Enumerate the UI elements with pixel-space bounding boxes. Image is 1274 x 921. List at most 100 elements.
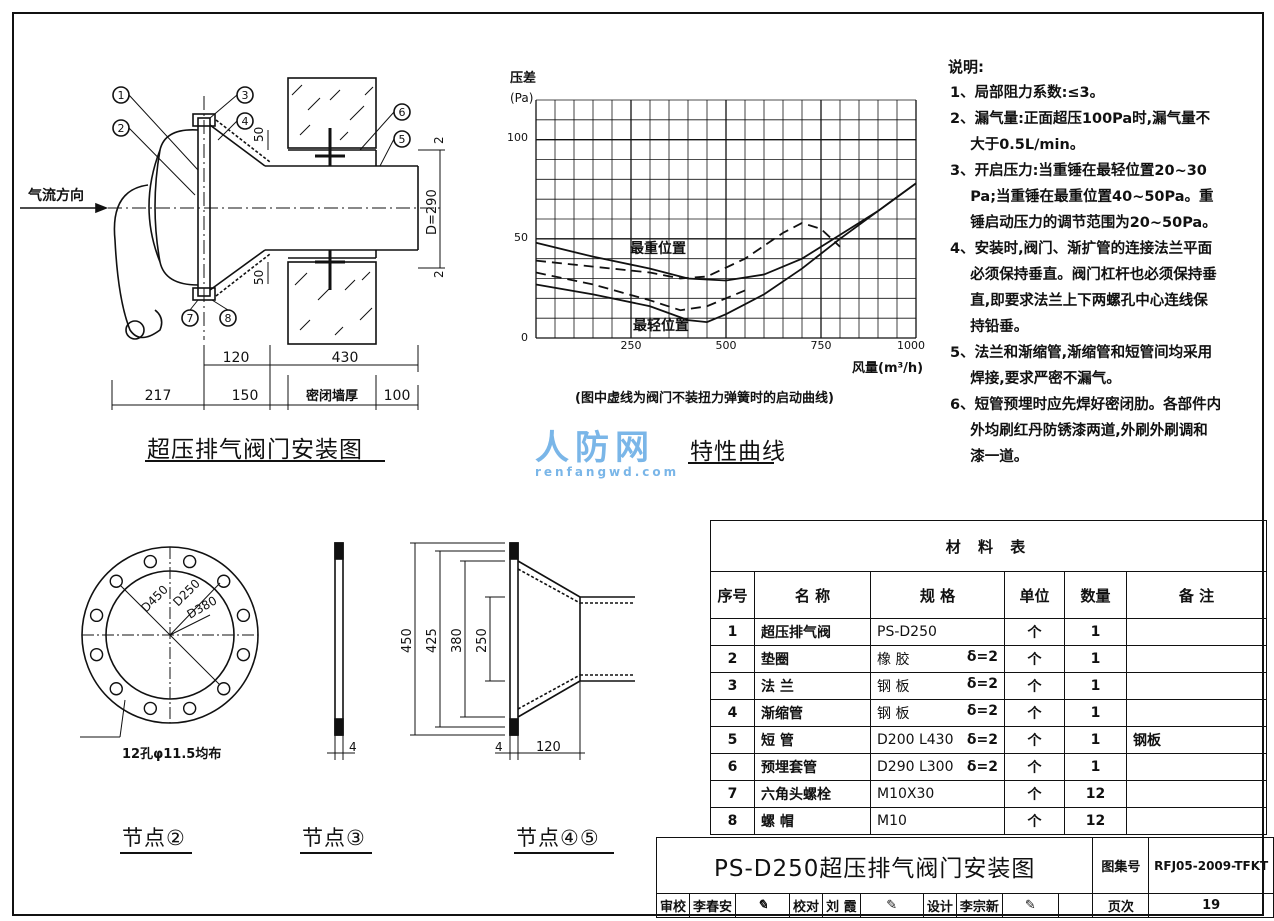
row-unit: 个 — [1004, 645, 1065, 673]
callout-numbers: 1 2 3 4 5 6 7 8 — [118, 89, 406, 325]
bolt-hole — [236, 608, 251, 623]
row-no: 4 — [710, 699, 755, 727]
chart-heavy-label: 最重位置 — [630, 240, 686, 257]
installation-drawing: 1 2 3 4 5 6 7 8 气流方向 120 430 217 150 密闭墙… — [20, 77, 446, 410]
node3-drawing: 4 — [327, 542, 357, 760]
bolt-holes — [89, 554, 251, 716]
note-line: 1、局部阻力系数:≤3。 — [950, 85, 1105, 101]
materials-caption: 材 料 表 — [710, 520, 1267, 572]
wall-lower — [287, 261, 377, 345]
node45-underline — [514, 852, 614, 854]
chart-caption: (图中虚线为阀门不装扭力弹簧时的启动曲线) — [575, 391, 834, 406]
chart-grid — [535, 99, 917, 339]
note-line: 2、漏气量:正面超压100Pa时,漏气量不 — [950, 111, 1211, 127]
bolt-hole — [109, 574, 123, 588]
row-qty: 1 — [1064, 753, 1127, 781]
row-name: 超压排气阀 — [754, 618, 871, 646]
review-label: 审校 — [655, 893, 691, 918]
row-no: 5 — [710, 726, 755, 754]
row-no: 6 — [710, 753, 755, 781]
note-line: 外均刷红丹防锈漆两道,外刷外刷调和 — [950, 423, 1208, 439]
row-no: 7 — [710, 780, 755, 808]
row-unit: 个 — [1004, 780, 1065, 808]
row-spec: 钢 板 δ=2 — [870, 672, 1005, 700]
callout-8: 8 — [225, 312, 232, 325]
row-name: 螺 帽 — [754, 807, 871, 835]
row-spec-delta: δ=2 — [966, 649, 998, 665]
node2-d450: D450 — [138, 582, 171, 615]
design-label: 设计 — [922, 893, 957, 918]
x-tick-250: 250 — [621, 339, 642, 352]
note-line: Pa;当重锤在最重位置40~50Pa。重 — [950, 189, 1214, 205]
atlas-label: 图集号 — [1092, 837, 1150, 894]
row-no: 3 — [710, 672, 755, 700]
row-spec: M10X30 — [870, 780, 1005, 808]
node3-underline — [300, 852, 372, 854]
node45-d250: 250 — [475, 628, 490, 653]
chart-title: 特性曲线 — [690, 439, 786, 465]
row-qty: 12 — [1064, 807, 1127, 835]
series-line-1 — [535, 182, 917, 282]
wall-hatch — [291, 84, 374, 336]
dim-wall: 密闭墙厚 — [305, 388, 358, 404]
bolt-hole — [182, 554, 197, 569]
row-spec-text: M10X30 — [877, 786, 935, 802]
page-label: 页次 — [1092, 893, 1150, 918]
bolt-hole — [182, 701, 197, 716]
callout-3: 3 — [242, 89, 249, 102]
note-line: 3、开启压力:当重锤在最轻位置20~30 — [950, 163, 1207, 179]
row-name: 六角头螺栓 — [754, 780, 871, 808]
bolt-hole — [143, 554, 158, 569]
row-spec: 橡 胶 δ=2 — [870, 645, 1005, 673]
callout-2: 2 — [118, 122, 125, 135]
callout-5: 5 — [399, 133, 406, 146]
dim-2-upper: 2 — [432, 136, 446, 144]
row-spec-delta: δ=2 — [966, 676, 998, 692]
chart-light-label: 最轻位置 — [633, 317, 689, 334]
materials-header-row: 序号 名 称 规 格 单位 数量 备 注 — [710, 571, 1267, 619]
row-no: 2 — [710, 645, 755, 673]
x-tick-750: 750 — [811, 339, 832, 352]
row-spec-text: 钢 板 — [877, 679, 910, 695]
node2-label: 节点② — [122, 826, 186, 850]
dim-d290: D=290 — [425, 189, 440, 235]
row-remark — [1126, 645, 1267, 673]
note-line: 4、安装时,阀门、渐扩管的连接法兰平面 — [950, 241, 1213, 257]
review-name: 李春安 — [689, 893, 737, 918]
row-unit: 个 — [1004, 753, 1065, 781]
note-line: 直,即要求法兰上下两螺孔中心连线保 — [950, 293, 1208, 309]
characteristic-chart: 压差 (Pa) 风量(m³/h) 最重位置 最轻位置 250 500 750 1… — [507, 70, 925, 376]
row-qty: 1 — [1064, 618, 1127, 646]
row-name: 法 兰 — [754, 672, 871, 700]
note-line: 5、法兰和渐缩管,渐缩管和短管间均采用 — [950, 345, 1213, 361]
node45-dim120: 120 — [536, 740, 561, 755]
node3-label: 节点③ — [302, 826, 366, 850]
row-remark: 钢板 — [1126, 726, 1267, 754]
row-qty: 1 — [1064, 645, 1127, 673]
node2-drawing: D450 D250 D380 12孔φ11.5均布 — [80, 546, 259, 762]
row-spec-text: 橡 胶 — [877, 652, 910, 668]
node45-d380: 380 — [450, 628, 465, 653]
row-unit: 个 — [1004, 618, 1065, 646]
row-spec-text: D200 L430 — [877, 732, 954, 748]
node3-dim4: 4 — [349, 740, 357, 754]
bolt-hole — [143, 701, 158, 716]
row-remark — [1126, 699, 1267, 727]
row-remark — [1126, 753, 1267, 781]
watermark-sub: renfangwd.com — [535, 465, 680, 479]
titleblock-spacer — [1057, 893, 1094, 918]
row-unit: 个 — [1004, 807, 1065, 835]
row-unit: 个 — [1004, 672, 1065, 700]
row-spec-text: M10 — [877, 813, 907, 829]
col-header: 名 称 — [754, 571, 871, 619]
chart-title-underline — [688, 462, 774, 464]
check-label: 校对 — [789, 893, 824, 918]
